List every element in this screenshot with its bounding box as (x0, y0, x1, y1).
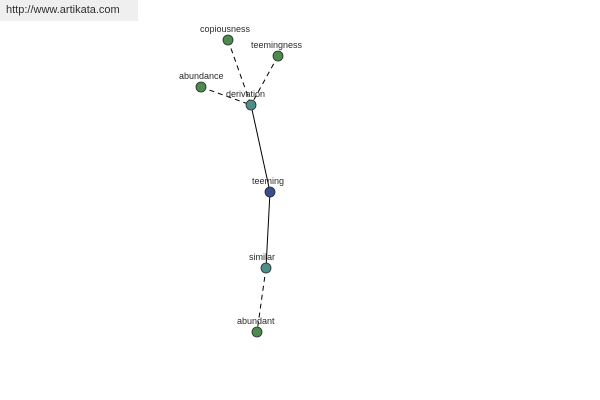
node-dot-abundant[interactable] (251, 326, 263, 338)
node-abundant[interactable]: abundant (237, 316, 275, 338)
node-label-copiousness[interactable]: copiousness (200, 24, 251, 34)
node-dot-teemingness[interactable] (272, 50, 284, 62)
node-label-teeming[interactable]: teeming (252, 176, 284, 186)
node-dot-derivation[interactable] (245, 99, 257, 111)
node-copiousness[interactable]: copiousness (200, 24, 251, 46)
node-similar[interactable]: similar (249, 252, 275, 274)
edge-derivation-teeming (250, 104, 271, 193)
node-teemingness[interactable]: teemingness (251, 40, 303, 62)
edge-similar-abundant (256, 267, 267, 333)
node-abundance[interactable]: abundance (179, 71, 224, 93)
node-label-abundant[interactable]: abundant (237, 316, 275, 326)
node-label-abundance[interactable]: abundance (179, 71, 224, 81)
edge-teeming-similar (265, 191, 271, 269)
node-label-similar[interactable]: similar (249, 252, 275, 262)
node-dot-abundance[interactable] (195, 81, 207, 93)
node-label-derivation[interactable]: derivation (226, 89, 265, 99)
edges-layer (200, 39, 279, 333)
node-teeming[interactable]: teeming (252, 176, 284, 198)
node-dot-copiousness[interactable] (222, 34, 234, 46)
node-dot-teeming[interactable] (264, 186, 276, 198)
url-watermark: http://www.artikata.com (0, 0, 138, 21)
edge-copiousness-derivation (227, 39, 252, 106)
edge-teemingness-derivation (250, 55, 279, 106)
node-label-teemingness[interactable]: teemingness (251, 40, 303, 50)
node-dot-similar[interactable] (260, 262, 272, 274)
node-derivation[interactable]: derivation (226, 89, 265, 111)
